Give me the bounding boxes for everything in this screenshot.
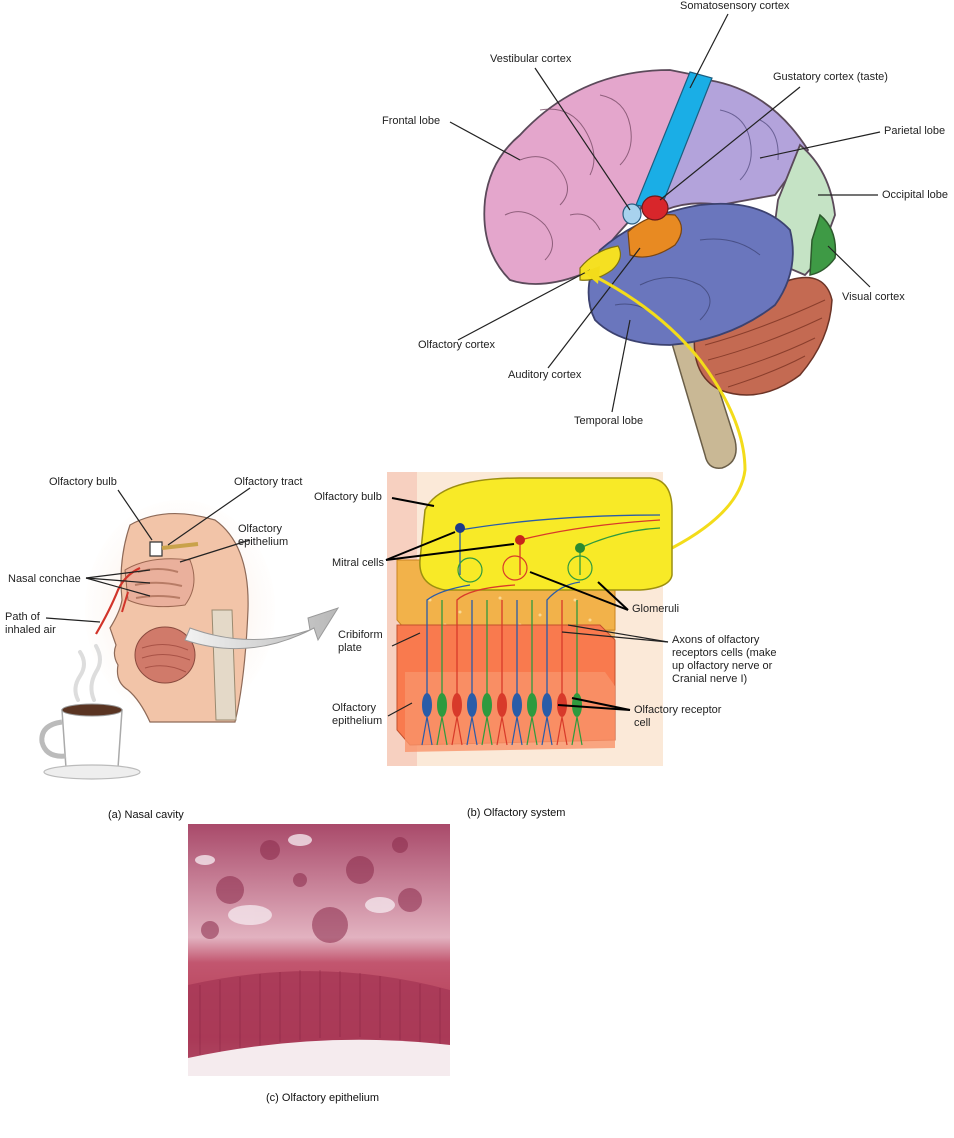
label-olfactory-tract: Olfactory tract: [234, 476, 302, 488]
label-air-line2: inhaled air: [5, 624, 56, 636]
label-system-epithelium-line2: epithelium: [332, 715, 382, 727]
label-nasal-epithelium-line1: Olfactory: [238, 523, 283, 535]
label-gustatory-cortex: Gustatory cortex (taste): [773, 71, 888, 83]
label-receptor-line1: Olfactory receptor: [634, 704, 722, 716]
transition-arrow: [184, 607, 340, 650]
label-occipital-lobe: Occipital lobe: [882, 189, 948, 201]
epithelium-micrograph: [188, 824, 450, 1076]
gustatory-cortex: [641, 195, 669, 221]
label-receptor-line2: cell: [634, 717, 651, 729]
brain-leader-lines: [449, 13, 881, 413]
visual-cortex: [809, 213, 837, 276]
olfactory-tract-small: [161, 542, 199, 550]
system-leader-lines: [385, 497, 669, 717]
coffee-cup-illustration: [39, 644, 141, 780]
brain-illustration: [483, 69, 837, 469]
spine-shapes: [211, 609, 237, 721]
label-mitral-cells: Mitral cells: [332, 557, 384, 569]
label-axons: Axons of olfactory receptors cells (make…: [672, 634, 780, 685]
caption-nasal-cavity: (a) Nasal cavity: [108, 809, 184, 821]
label-olfactory-receptor-cell: Olfactory receptor cell: [634, 704, 724, 729]
label-path-of-inhaled-air: Path of inhaled air: [5, 611, 56, 636]
olfactory-pathway-arrowhead: [584, 266, 600, 284]
olfactory-pathway-line: [593, 274, 747, 550]
caption-olfactory-system: (b) Olfactory system: [467, 807, 565, 819]
vestibular-cortex: [622, 203, 642, 225]
label-glomeruli: Glomeruli: [632, 603, 679, 615]
label-cribiform-line1: Cribiform: [338, 629, 383, 641]
brainstem: [666, 329, 737, 469]
frontal-lobe: [483, 69, 697, 285]
label-nasal-olfactory-bulb: Olfactory bulb: [49, 476, 117, 488]
label-nasal-olfactory-epithelium: Olfactory epithelium: [238, 523, 288, 548]
label-system-olfactory-bulb: Olfactory bulb: [314, 491, 382, 503]
label-system-epithelium-line1: Olfactory: [332, 702, 377, 714]
nasal-cavity-illustration: [39, 500, 340, 780]
label-somatosensory-cortex: Somatosensory cortex: [680, 0, 790, 12]
label-cribiform-plate: Cribiform plate: [338, 629, 386, 654]
label-system-olfactory-epithelium: Olfactory epithelium: [332, 702, 382, 727]
nasal-leader-lines: [45, 487, 251, 623]
label-olfactory-cortex: Olfactory cortex: [418, 339, 496, 351]
label-visual-cortex: Visual cortex: [842, 291, 905, 303]
label-cribiform-line2: plate: [338, 642, 362, 654]
nasal-labels: Olfactory bulb Olfactory tract Olfactory…: [5, 476, 302, 636]
label-parietal-lobe: Parietal lobe: [884, 125, 945, 137]
label-air-line1: Path of: [5, 611, 41, 623]
label-vestibular-cortex: Vestibular cortex: [490, 53, 572, 65]
label-temporal-lobe: Temporal lobe: [574, 415, 643, 427]
label-axons-line2: receptors cells (make: [672, 647, 777, 659]
label-axons-line4: Cranial nerve I): [672, 673, 747, 685]
oral-cavity: [134, 626, 196, 684]
label-axons-line3: up olfactory nerve or: [672, 660, 773, 672]
label-auditory-cortex: Auditory cortex: [508, 369, 582, 381]
olfactory-bulb-small: [149, 541, 163, 557]
label-nasal-epithelium-line2: epithelium: [238, 536, 288, 548]
brain-labels: Somatosensory cortex Vestibular cortex G…: [382, 0, 948, 427]
label-frontal-lobe: Frontal lobe: [382, 115, 440, 127]
label-axons-line1: Axons of olfactory: [672, 634, 760, 646]
label-nasal-conchae: Nasal conchae: [8, 573, 81, 585]
caption-olfactory-epithelium: (c) Olfactory epithelium: [266, 1092, 379, 1104]
system-labels: Olfactory bulb Mitral cells Cribiform pl…: [314, 491, 780, 729]
olfactory-system-illustration: [387, 472, 673, 766]
